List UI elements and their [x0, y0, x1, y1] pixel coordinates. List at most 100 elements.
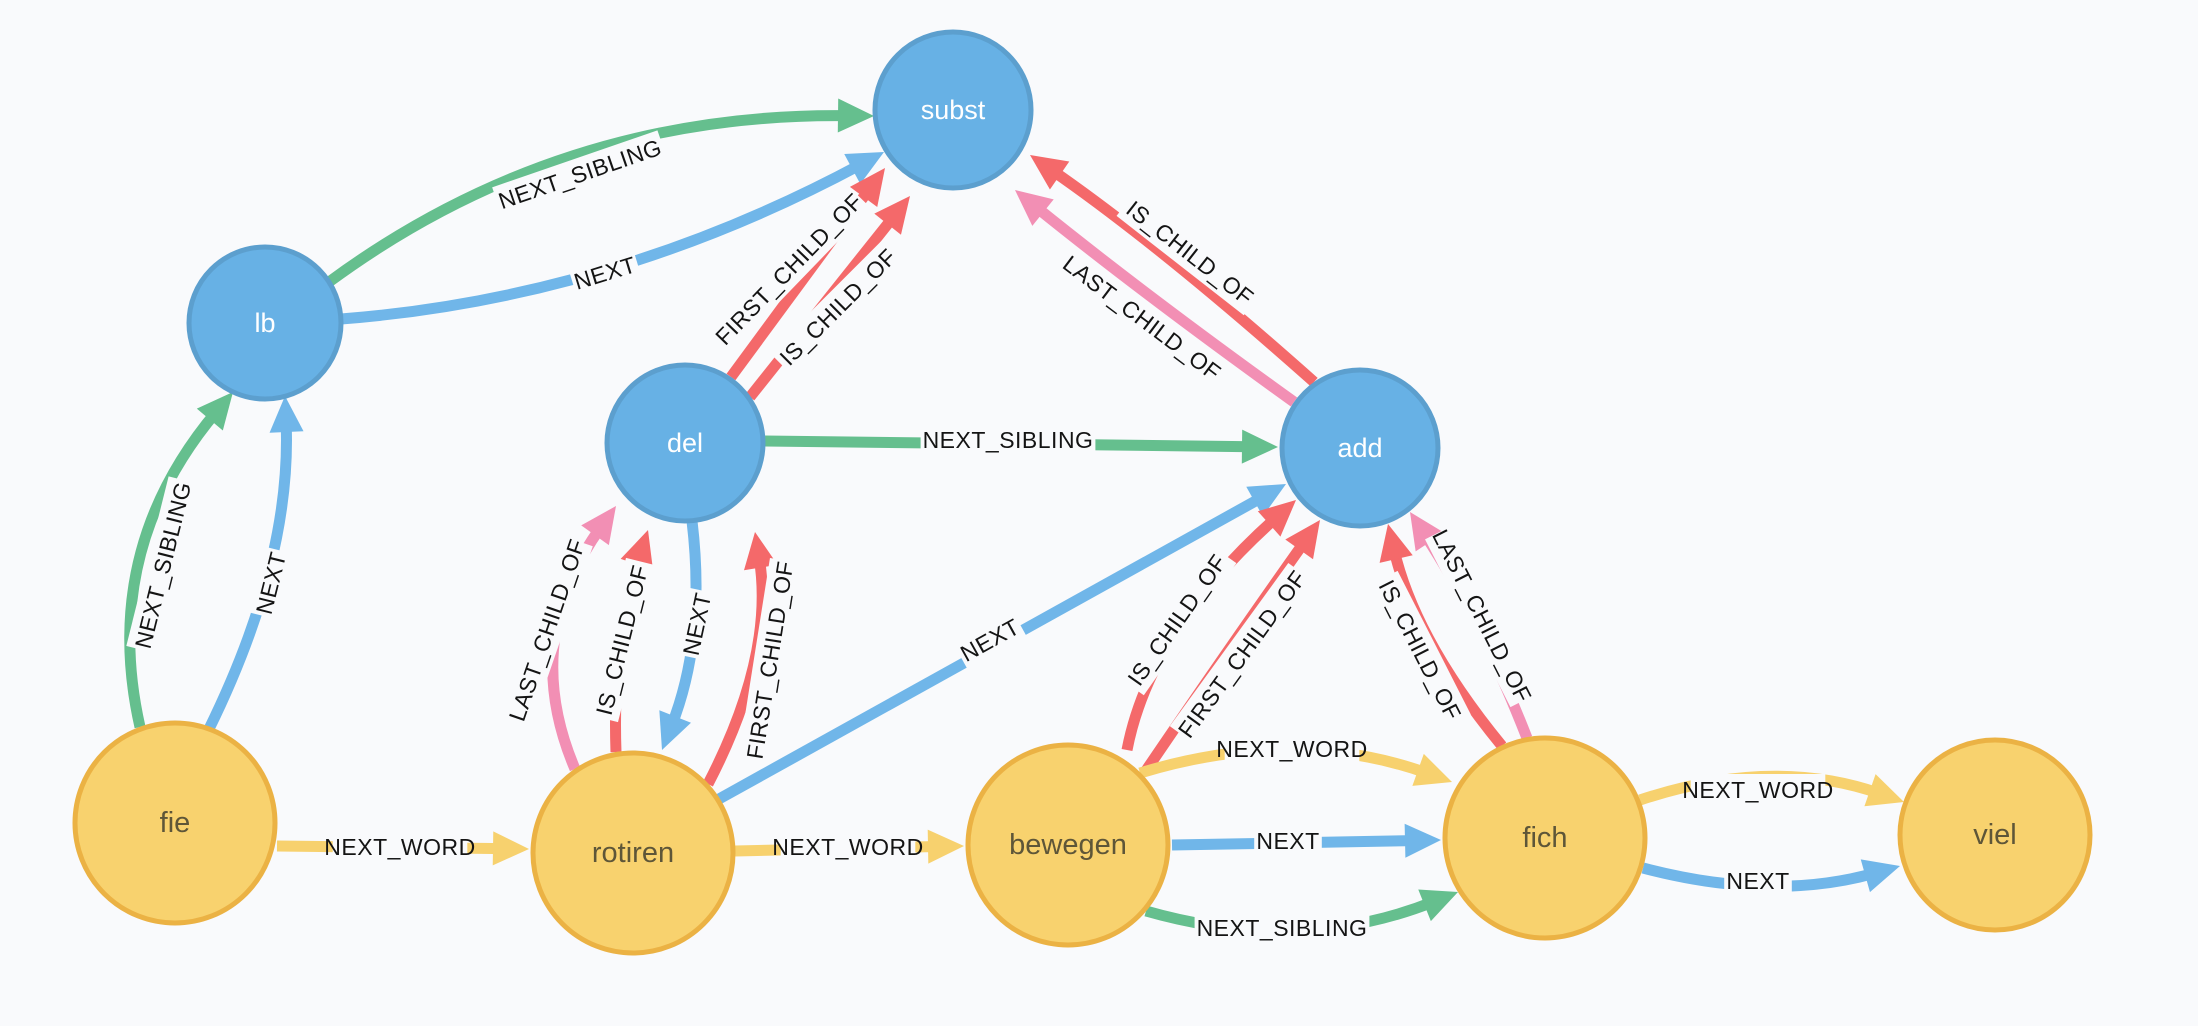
edge-del-next-rotiren-arrowhead-icon: [659, 710, 691, 750]
edge-fie-next_word-rotiren-label-text: NEXT_WORD: [324, 834, 475, 860]
node-lb-label: lb: [254, 308, 275, 338]
node-fie[interactable]: fie: [72, 720, 278, 926]
node-fich-circle[interactable]: [1442, 735, 1648, 941]
node-rotiren-label: rotiren: [592, 837, 674, 869]
edge-lb-next-subst-label-bg: [567, 247, 643, 299]
edge-fich-next-viel-arrowhead-icon: [1860, 859, 1900, 893]
node-bewegen[interactable]: bewegen: [965, 742, 1171, 948]
edge-rotiren-next-add-label-bg: [952, 609, 1028, 671]
edge-rotiren-first_child_of-del-arrowhead-icon: [743, 532, 778, 571]
node-add-circle[interactable]: [1279, 367, 1441, 529]
node-fie-label: fie: [160, 807, 191, 839]
edge-fich-next_word-viel-label-text: NEXT_WORD: [1682, 777, 1833, 803]
edge-fie-next_sibling-lb-line[interactable]: [124, 408, 221, 729]
edge-lb-next_sibling-subst-arrowhead-icon: [837, 98, 874, 133]
edge-lb-next_sibling-subst-line[interactable]: [325, 110, 849, 287]
node-viel-label: viel: [1973, 819, 2017, 851]
edge-lb-next-subst-arrowhead-icon: [844, 152, 884, 185]
edge-fie-next_word-rotiren-arrowhead-icon: [492, 831, 529, 866]
edge-del-first_child_of-subst-arrowhead-icon: [849, 168, 885, 208]
edge-fich-next_word-viel-label-bg: [1690, 774, 1826, 806]
node-rotiren[interactable]: rotiren: [530, 750, 736, 956]
edge-fie-next_word-rotiren-label[interactable]: NEXT_WORD: [324, 831, 475, 863]
node-subst-label: subst: [921, 95, 986, 125]
edge-add-last_child_of-subst-line[interactable]: [1031, 202, 1298, 407]
edge-bewegen-next_sibling-fich-label[interactable]: NEXT_SIBLING: [1194, 912, 1370, 944]
edge-rotiren-next_word-bewegen-label-bg: [780, 831, 916, 863]
edge-fie-next_sibling-lb-arrowhead-icon: [196, 392, 233, 431]
edge-fich-last_child_of-add-arrowhead-icon: [1410, 512, 1445, 552]
edge-add-is_child_of-subst-label-bg: [1116, 190, 1264, 316]
edge-lb-next_sibling-subst[interactable]: [325, 98, 874, 287]
node-del[interactable]: del: [604, 362, 766, 524]
edge-bewegen-next_word-fich-label-bg: [1224, 733, 1360, 765]
edge-add-is_child_of-subst-line[interactable]: [1048, 165, 1318, 387]
nodes-layer: subst lb del add fie rotiren bewegen fich viel: [72, 29, 2093, 956]
edge-del-is_child_of-subst-label-bg: [769, 238, 907, 376]
edge-fie-next_word-rotiren-label-bg: [332, 831, 468, 863]
edge-rotiren-first_child_of-del-label-bg: [738, 557, 802, 763]
edge-bewegen-next-fich-label-text: NEXT: [1256, 828, 1319, 854]
edge-rotiren-last_child_of-del-label-bg: [501, 535, 593, 725]
edge-bewegen-first_child_of-add-arrowhead-icon: [1285, 520, 1320, 560]
node-del-label: del: [667, 428, 703, 458]
edge-del-next-rotiren-label-bg: [674, 587, 720, 661]
node-lb[interactable]: lb: [186, 244, 344, 402]
edge-add-last_child_of-subst-arrowhead-icon: [1015, 190, 1054, 226]
node-fich-label: fich: [1522, 822, 1567, 854]
node-subst[interactable]: subst: [872, 29, 1034, 191]
edge-bewegen-is_child_of-add-arrowhead-icon: [1257, 500, 1296, 537]
edge-bewegen-next-fich-label[interactable]: NEXT: [1254, 825, 1322, 857]
edge-bewegen-next_sibling-fich-label-bg: [1194, 912, 1370, 944]
node-add[interactable]: add: [1279, 367, 1441, 529]
edge-bewegen-next_word-fich-label-text: NEXT_WORD: [1216, 736, 1367, 762]
node-viel-circle[interactable]: [1897, 737, 2093, 933]
edge-fie-next_sibling-lb[interactable]: [124, 392, 233, 729]
edge-rotiren-next_word-bewegen-label-text: NEXT_WORD: [772, 834, 923, 860]
node-add-label: add: [1337, 433, 1382, 463]
node-bewegen-label: bewegen: [1009, 829, 1127, 861]
edge-add-last_child_of-subst-label-bg: [1057, 248, 1227, 388]
edge-bewegen-is_child_of-add-label-bg: [1117, 544, 1237, 696]
edge-add-is_child_of-subst[interactable]: [1030, 155, 1318, 387]
edge-bewegen-next_sibling-fich-arrowhead-icon: [1418, 889, 1458, 922]
edge-fie-next_sibling-lb-label-bg: [126, 476, 200, 654]
node-viel[interactable]: viel: [1897, 737, 2093, 933]
edge-fich-next-viel-label[interactable]: NEXT: [1724, 865, 1792, 897]
edge-bewegen-next-fich-label-bg: [1254, 825, 1322, 857]
edge-rotiren-last_child_of-del-arrowhead-icon: [581, 506, 616, 546]
edge-bewegen-first_child_of-add-label-bg: [1169, 563, 1315, 745]
node-bewegen-circle[interactable]: [965, 742, 1171, 948]
edge-fich-is_child_of-add-arrowhead-icon: [1379, 524, 1413, 563]
node-fich[interactable]: fich: [1442, 735, 1648, 941]
edge-bewegen-next_sibling-fich-label-text: NEXT_SIBLING: [1197, 915, 1368, 941]
edge-rotiren-next_word-bewegen-arrowhead-icon: [927, 829, 964, 864]
edge-add-last_child_of-subst[interactable]: [1015, 190, 1298, 407]
edge-rotiren-is_child_of-del-label-bg: [586, 557, 658, 723]
edge-fich-last_child_of-add-label-bg: [1425, 524, 1539, 708]
edge-bewegen-next_word-fich-label[interactable]: NEXT_WORD: [1216, 733, 1367, 765]
node-fie-circle[interactable]: [72, 720, 278, 926]
node-del-circle[interactable]: [604, 362, 766, 524]
edge-fie-next-lb-arrowhead-icon: [269, 396, 304, 433]
node-rotiren-circle[interactable]: [530, 750, 736, 956]
edge-del-next_sibling-add-label-text: NEXT_SIBLING: [923, 427, 1094, 453]
edge-rotiren-next_word-bewegen-label[interactable]: NEXT_WORD: [772, 831, 923, 863]
edge-fich-next_word-viel-arrowhead-icon: [1864, 774, 1904, 807]
edge-fich-next-viel-label-bg: [1724, 865, 1792, 897]
edge-del-is_child_of-subst-arrowhead-icon: [874, 196, 910, 235]
edge-del-next_sibling-add-arrowhead-icon: [1241, 429, 1278, 464]
edge-del-next_sibling-add-label[interactable]: NEXT_SIBLING: [920, 424, 1096, 456]
edge-fich-is_child_of-add-label-bg: [1369, 570, 1471, 730]
edge-add-is_child_of-subst-arrowhead-icon: [1030, 155, 1070, 190]
edge-bewegen-next-fich-arrowhead-icon: [1404, 823, 1441, 858]
edge-bewegen-next_word-fich-arrowhead-icon: [1412, 753, 1452, 786]
node-subst-circle[interactable]: [872, 29, 1034, 191]
edge-fich-next_word-viel-label[interactable]: NEXT_WORD: [1682, 774, 1833, 806]
edge-del-first_child_of-subst-label-bg: [707, 185, 871, 353]
edge-rotiren-next-add-arrowhead-icon: [1246, 484, 1286, 517]
node-lb-circle[interactable]: [186, 244, 344, 402]
edge-fich-next-viel-label-text: NEXT: [1726, 868, 1789, 894]
